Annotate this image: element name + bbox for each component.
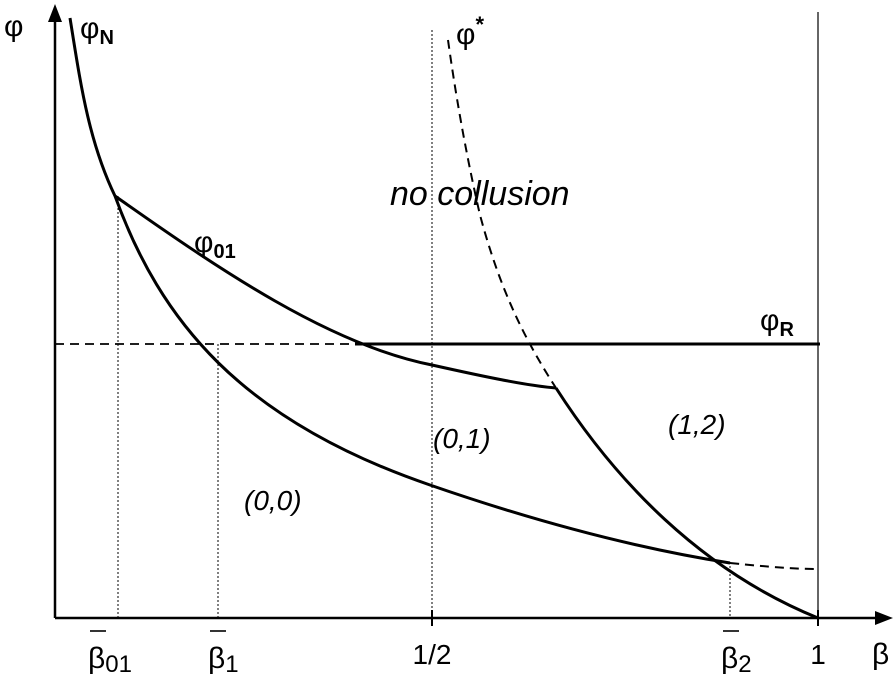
guide-lines [117, 30, 731, 618]
region-no-collusion: no collusion [390, 175, 570, 213]
y-axis-label: φ [4, 10, 23, 43]
tick-label-beta1: β1 [208, 630, 239, 675]
svg-text:β01: β01 [88, 642, 132, 675]
svg-text:β1: β1 [208, 642, 239, 675]
region-0-0: (0,0) [244, 485, 302, 516]
phi-n-curve [68, 17, 731, 565]
region-0-1: (0,1) [433, 423, 491, 454]
phi-r-label: φR [760, 304, 794, 341]
phi-01-label: φ01 [194, 226, 236, 263]
region-1-2: (1,2) [668, 409, 726, 440]
phi-01-curve [114, 194, 557, 390]
phi-star-label: φ* [456, 12, 484, 51]
x-axis-arrow [875, 611, 893, 625]
y-axis-arrow [48, 4, 62, 22]
x-axis-label: β [872, 638, 889, 671]
tick-label-beta2: β2 [721, 630, 752, 675]
svg-text:β2: β2 [721, 642, 752, 675]
lower-right-boundary [554, 387, 819, 620]
tick-label-beta01: β01 [88, 630, 132, 675]
phi-star-curve [447, 39, 557, 389]
axes [53, 18, 878, 620]
phi-n-label: φN [80, 12, 114, 49]
tick-label-one: 1 [810, 639, 826, 670]
lower-dashed-tail [729, 562, 819, 570]
tick-label-half: 1/2 [413, 639, 452, 670]
